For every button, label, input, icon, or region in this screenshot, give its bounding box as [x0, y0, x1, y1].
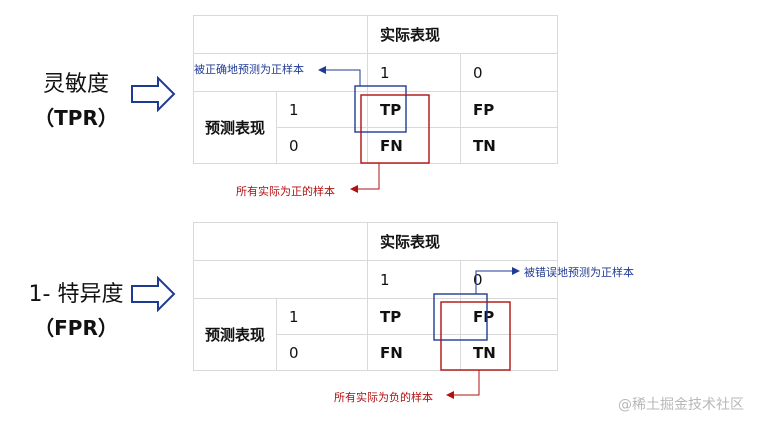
panel-1-blue-connector-arrowhead-icon	[318, 66, 326, 74]
panel-2-corner-cell	[193, 222, 368, 261]
panel-2-cell-fn: FN	[367, 334, 461, 371]
panel-1-title: 灵敏度 （TPR）	[26, 66, 126, 131]
panel-1-red-note: 所有实际为正的样本	[236, 185, 335, 198]
panel-2-red-connector	[452, 370, 480, 396]
panel-1-hollow-arrow-icon	[131, 75, 176, 113]
panel-1-red-highlight-box	[360, 94, 430, 164]
panel-2-predicted-value-0: 0	[276, 334, 368, 371]
panel-2-blue-highlight-box	[433, 293, 488, 341]
panel-1-corner-cell	[193, 15, 368, 54]
panel-2-title: 1- 特异度 （FPR）	[14, 276, 138, 341]
panel-2-red-note: 所有实际为负的样本	[334, 391, 433, 404]
panel-1-corner-cell-2	[193, 53, 368, 92]
panel-2-blue-connector-arrowhead-icon	[512, 267, 520, 275]
panel-2-red-highlight-box	[440, 301, 511, 371]
panel-2-red-connector-arrowhead-icon	[446, 391, 454, 399]
panel-1-cell-fn: FN	[367, 127, 461, 164]
panel-2-actual-value-1: 1	[367, 260, 461, 299]
panel-2-hollow-arrow-icon	[131, 275, 176, 313]
watermark: @稀土掘金技术社区	[618, 397, 744, 413]
panel-2-confusion-matrix: 实际表现 1 0 预测表现 1 TP FP 0 FN TN	[193, 222, 558, 371]
panel-2-metric-name: 1- 特异度	[28, 282, 124, 307]
panel-1-blue-highlight-box	[354, 85, 407, 133]
panel-1-blue-connector	[324, 69, 361, 86]
panel-2-metric-abbr: （FPR）	[34, 316, 118, 340]
panel-2-cell-fp: FP	[460, 298, 558, 335]
panel-1-cell-tn: TN	[460, 127, 558, 164]
panel-1-cell-tp: TP	[367, 91, 461, 128]
panel-1-blue-note: 被正确地预测为正样本	[194, 63, 304, 76]
panel-1-metric-name: 灵敏度	[42, 72, 109, 97]
panel-2-blue-connector	[475, 270, 514, 294]
panel-1-red-connector-arrowhead-icon	[350, 185, 358, 193]
panel-1-metric-abbr: （TPR）	[34, 106, 118, 130]
panel-2-cell-tp: TP	[367, 298, 461, 335]
panel-1-predicted-value-0: 0	[276, 127, 368, 164]
panel-2-blue-note: 被错误地预测为正样本	[524, 266, 634, 279]
panel-1-red-connector	[356, 163, 380, 190]
panel-1-predicted-value-1: 1	[276, 91, 368, 128]
